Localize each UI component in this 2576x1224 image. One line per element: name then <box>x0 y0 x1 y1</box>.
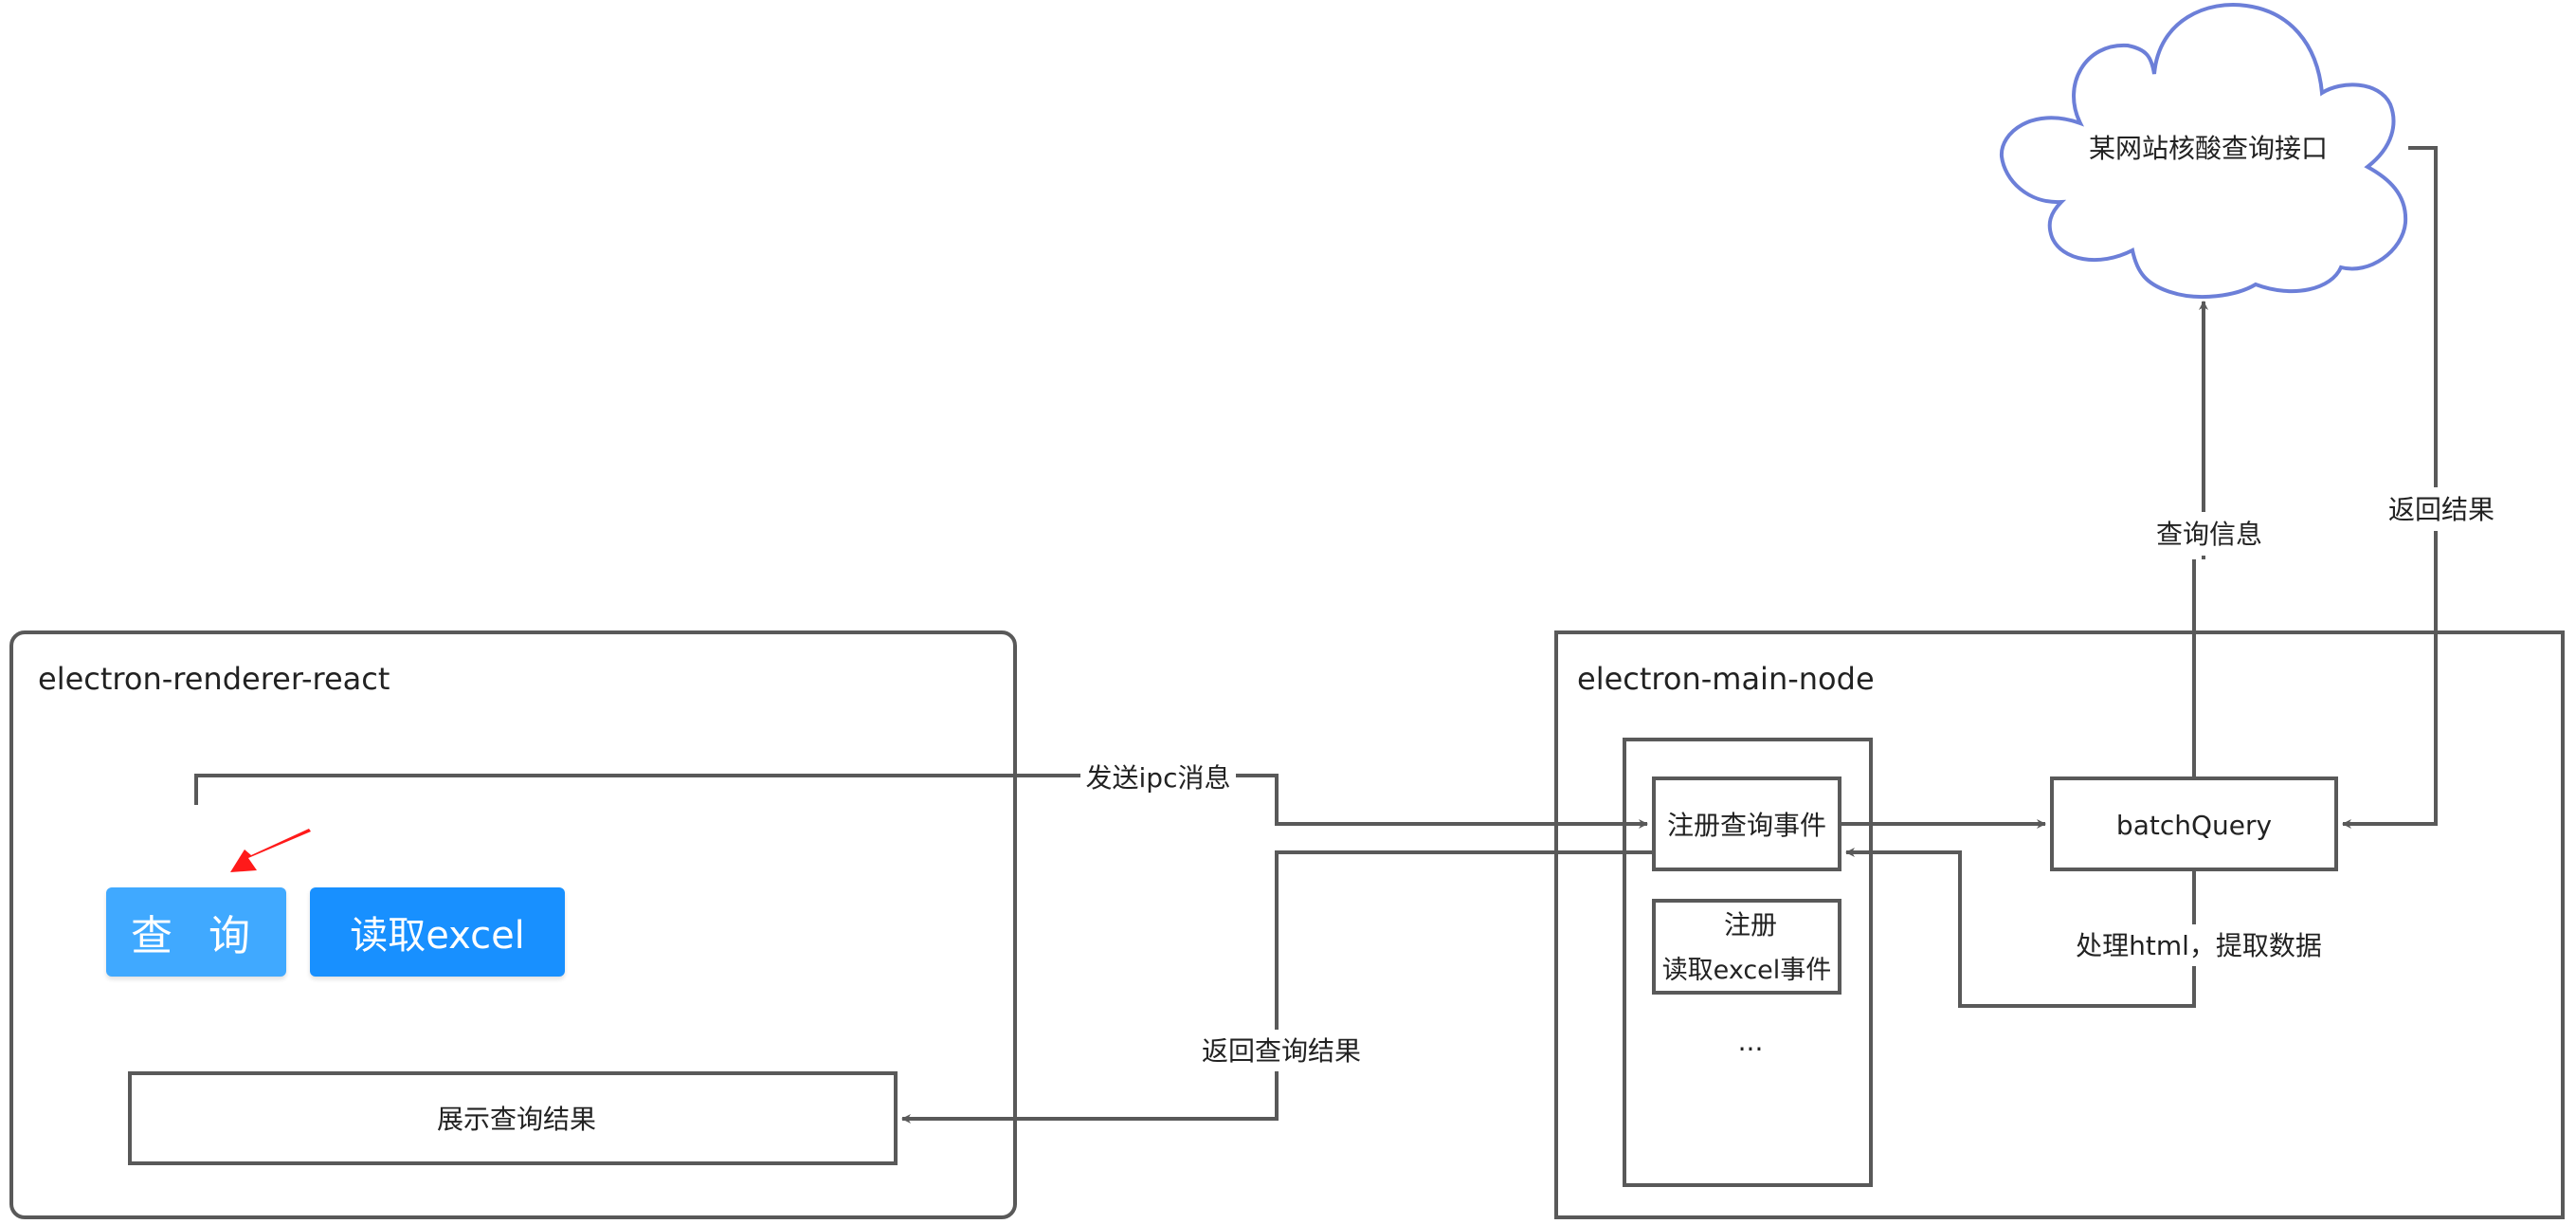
batchquery-box <box>2050 776 2338 871</box>
edge-label-return-result: 返回结果 <box>2388 494 2494 525</box>
register-query-box <box>1652 776 1841 871</box>
main-title: electron-main-node <box>1577 661 1875 697</box>
register-excel-label-2: 读取excel事件 <box>1662 956 1832 985</box>
main-container <box>1554 630 2565 1219</box>
pointer-arrow-icon <box>230 829 311 872</box>
register-excel-label-1: 注册 <box>1724 909 1777 941</box>
edge-label-send-ipc: 发送ipc消息 <box>1086 762 1231 794</box>
renderer-container <box>9 630 1017 1219</box>
edge-return-query-result <box>901 850 1654 1124</box>
renderer-title: electron-renderer-react <box>38 661 390 697</box>
edge-label-process-html: 处理html，提取数据 <box>2076 930 2322 961</box>
batchquery-label: batchQuery <box>2116 810 2272 841</box>
cloud-icon <box>1999 3 2408 299</box>
result-display-box <box>128 1071 898 1165</box>
edge-label-return-query-result: 返回查询结果 <box>1202 1035 1361 1067</box>
more-ellipsis: ... <box>1738 1026 1764 1057</box>
register-excel-box <box>1652 899 1841 995</box>
result-display-label: 展示查询结果 <box>437 1104 596 1135</box>
query-button[interactable]: 查 询 <box>106 887 286 977</box>
edge-return-result <box>2342 146 2438 829</box>
event-column <box>1623 738 1873 1187</box>
cloud-label: 某网站核酸查询接口 <box>2089 133 2328 164</box>
read-excel-button[interactable]: 读取excel <box>310 887 565 977</box>
edge-label-query-info: 查询信息 <box>2156 519 2262 550</box>
edge-send-ipc <box>194 774 1648 829</box>
register-query-label: 注册查询事件 <box>1667 810 1826 841</box>
